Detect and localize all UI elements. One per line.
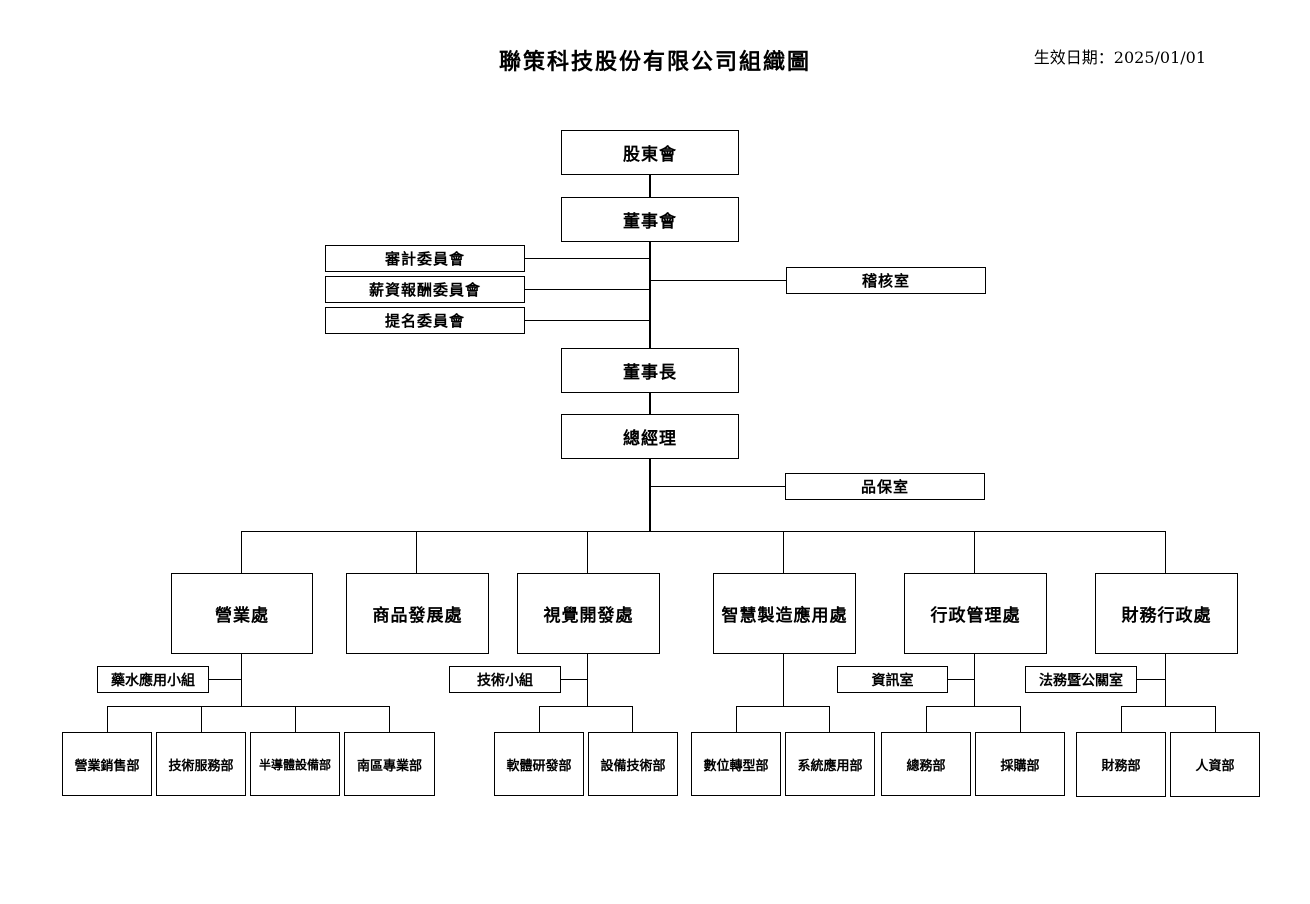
node-legal-pr-office: 法務暨公關室 bbox=[1025, 666, 1137, 693]
node-compensation-committee: 薪資報酬委員會 bbox=[325, 276, 525, 303]
connector-line bbox=[416, 531, 418, 574]
connector-line bbox=[650, 280, 787, 282]
connector-line bbox=[1215, 706, 1217, 733]
node-shareholders: 股東會 bbox=[561, 130, 739, 175]
node-chemical-application-group: 藥水應用小組 bbox=[97, 666, 209, 693]
node-quality-assurance: 品保室 bbox=[785, 473, 985, 500]
connector-line bbox=[1020, 706, 1022, 733]
node-chairman: 董事長 bbox=[561, 348, 739, 393]
connector-line bbox=[926, 706, 928, 733]
node-product-development-division: 商品發展處 bbox=[346, 573, 489, 654]
connector-line bbox=[389, 706, 391, 733]
node-equipment-tech-department: 設備技術部 bbox=[588, 732, 678, 796]
node-digital-transformation-department: 數位轉型部 bbox=[691, 732, 781, 796]
effective-date: 生效日期：2025/01/01 bbox=[1034, 44, 1206, 68]
connector-line bbox=[736, 706, 738, 733]
connector-line bbox=[524, 258, 650, 260]
node-smart-manufacturing-division: 智慧製造應用處 bbox=[713, 573, 856, 654]
node-sales-department: 營業銷售部 bbox=[62, 732, 152, 796]
connector-line bbox=[926, 706, 1021, 708]
node-hr-department: 人資部 bbox=[1170, 732, 1260, 797]
node-admin-management-division: 行政管理處 bbox=[904, 573, 1047, 654]
connector-line bbox=[524, 320, 650, 322]
connector-line bbox=[560, 679, 588, 681]
node-general-manager: 總經理 bbox=[561, 414, 739, 459]
connector-line bbox=[241, 531, 243, 574]
node-semiconductor-equipment-department: 半導體設備部 bbox=[250, 732, 340, 796]
connector-line bbox=[241, 531, 1166, 533]
node-south-business-department: 南區專業部 bbox=[344, 732, 435, 796]
connector-line bbox=[1121, 706, 1123, 733]
node-system-application-department: 系統應用部 bbox=[785, 732, 875, 796]
connector-line bbox=[1121, 706, 1216, 708]
connector-line bbox=[947, 679, 975, 681]
node-nomination-committee: 提名委員會 bbox=[325, 307, 525, 334]
connector-line bbox=[829, 706, 831, 733]
node-vision-development-division: 視覺開發處 bbox=[517, 573, 660, 654]
connector-line bbox=[1136, 679, 1166, 681]
connector-line bbox=[650, 486, 786, 488]
node-finance-admin-division: 財務行政處 bbox=[1095, 573, 1238, 654]
node-finance-department: 財務部 bbox=[1076, 732, 1166, 797]
node-software-development-department: 軟體研發部 bbox=[494, 732, 584, 796]
effective-date-value: 2025/01/01 bbox=[1113, 48, 1206, 67]
connector-line bbox=[649, 241, 651, 348]
connector-line bbox=[587, 531, 589, 574]
node-board: 董事會 bbox=[561, 197, 739, 242]
connector-line bbox=[539, 706, 633, 708]
connector-line bbox=[524, 289, 650, 291]
node-tech-service-department: 技術服務部 bbox=[156, 732, 246, 796]
connector-line bbox=[1165, 531, 1167, 574]
node-internal-audit: 稽核室 bbox=[786, 267, 986, 294]
connector-line bbox=[201, 706, 203, 733]
node-tech-group: 技術小組 bbox=[449, 666, 561, 693]
effective-date-label: 生效日期： bbox=[1033, 48, 1114, 67]
connector-line bbox=[539, 706, 541, 733]
chart-title: 聯策科技股份有限公司組織圖 bbox=[498, 49, 811, 75]
connector-line bbox=[783, 531, 785, 574]
connector-line bbox=[107, 706, 109, 733]
node-audit-committee: 審計委員會 bbox=[325, 245, 525, 272]
connector-line bbox=[107, 706, 390, 708]
connector-line bbox=[632, 706, 634, 733]
connector-line bbox=[974, 531, 976, 574]
connector-line bbox=[649, 458, 651, 532]
node-it-office: 資訊室 bbox=[837, 666, 948, 693]
connector-line bbox=[736, 706, 830, 708]
node-sales-division: 營業處 bbox=[171, 573, 313, 654]
connector-line bbox=[649, 392, 651, 414]
connector-line bbox=[295, 706, 297, 733]
connector-line bbox=[783, 653, 785, 706]
node-procurement-department: 採購部 bbox=[975, 732, 1065, 796]
connector-line bbox=[649, 175, 651, 197]
node-general-affairs-department: 總務部 bbox=[881, 732, 971, 796]
connector-line bbox=[208, 679, 242, 681]
